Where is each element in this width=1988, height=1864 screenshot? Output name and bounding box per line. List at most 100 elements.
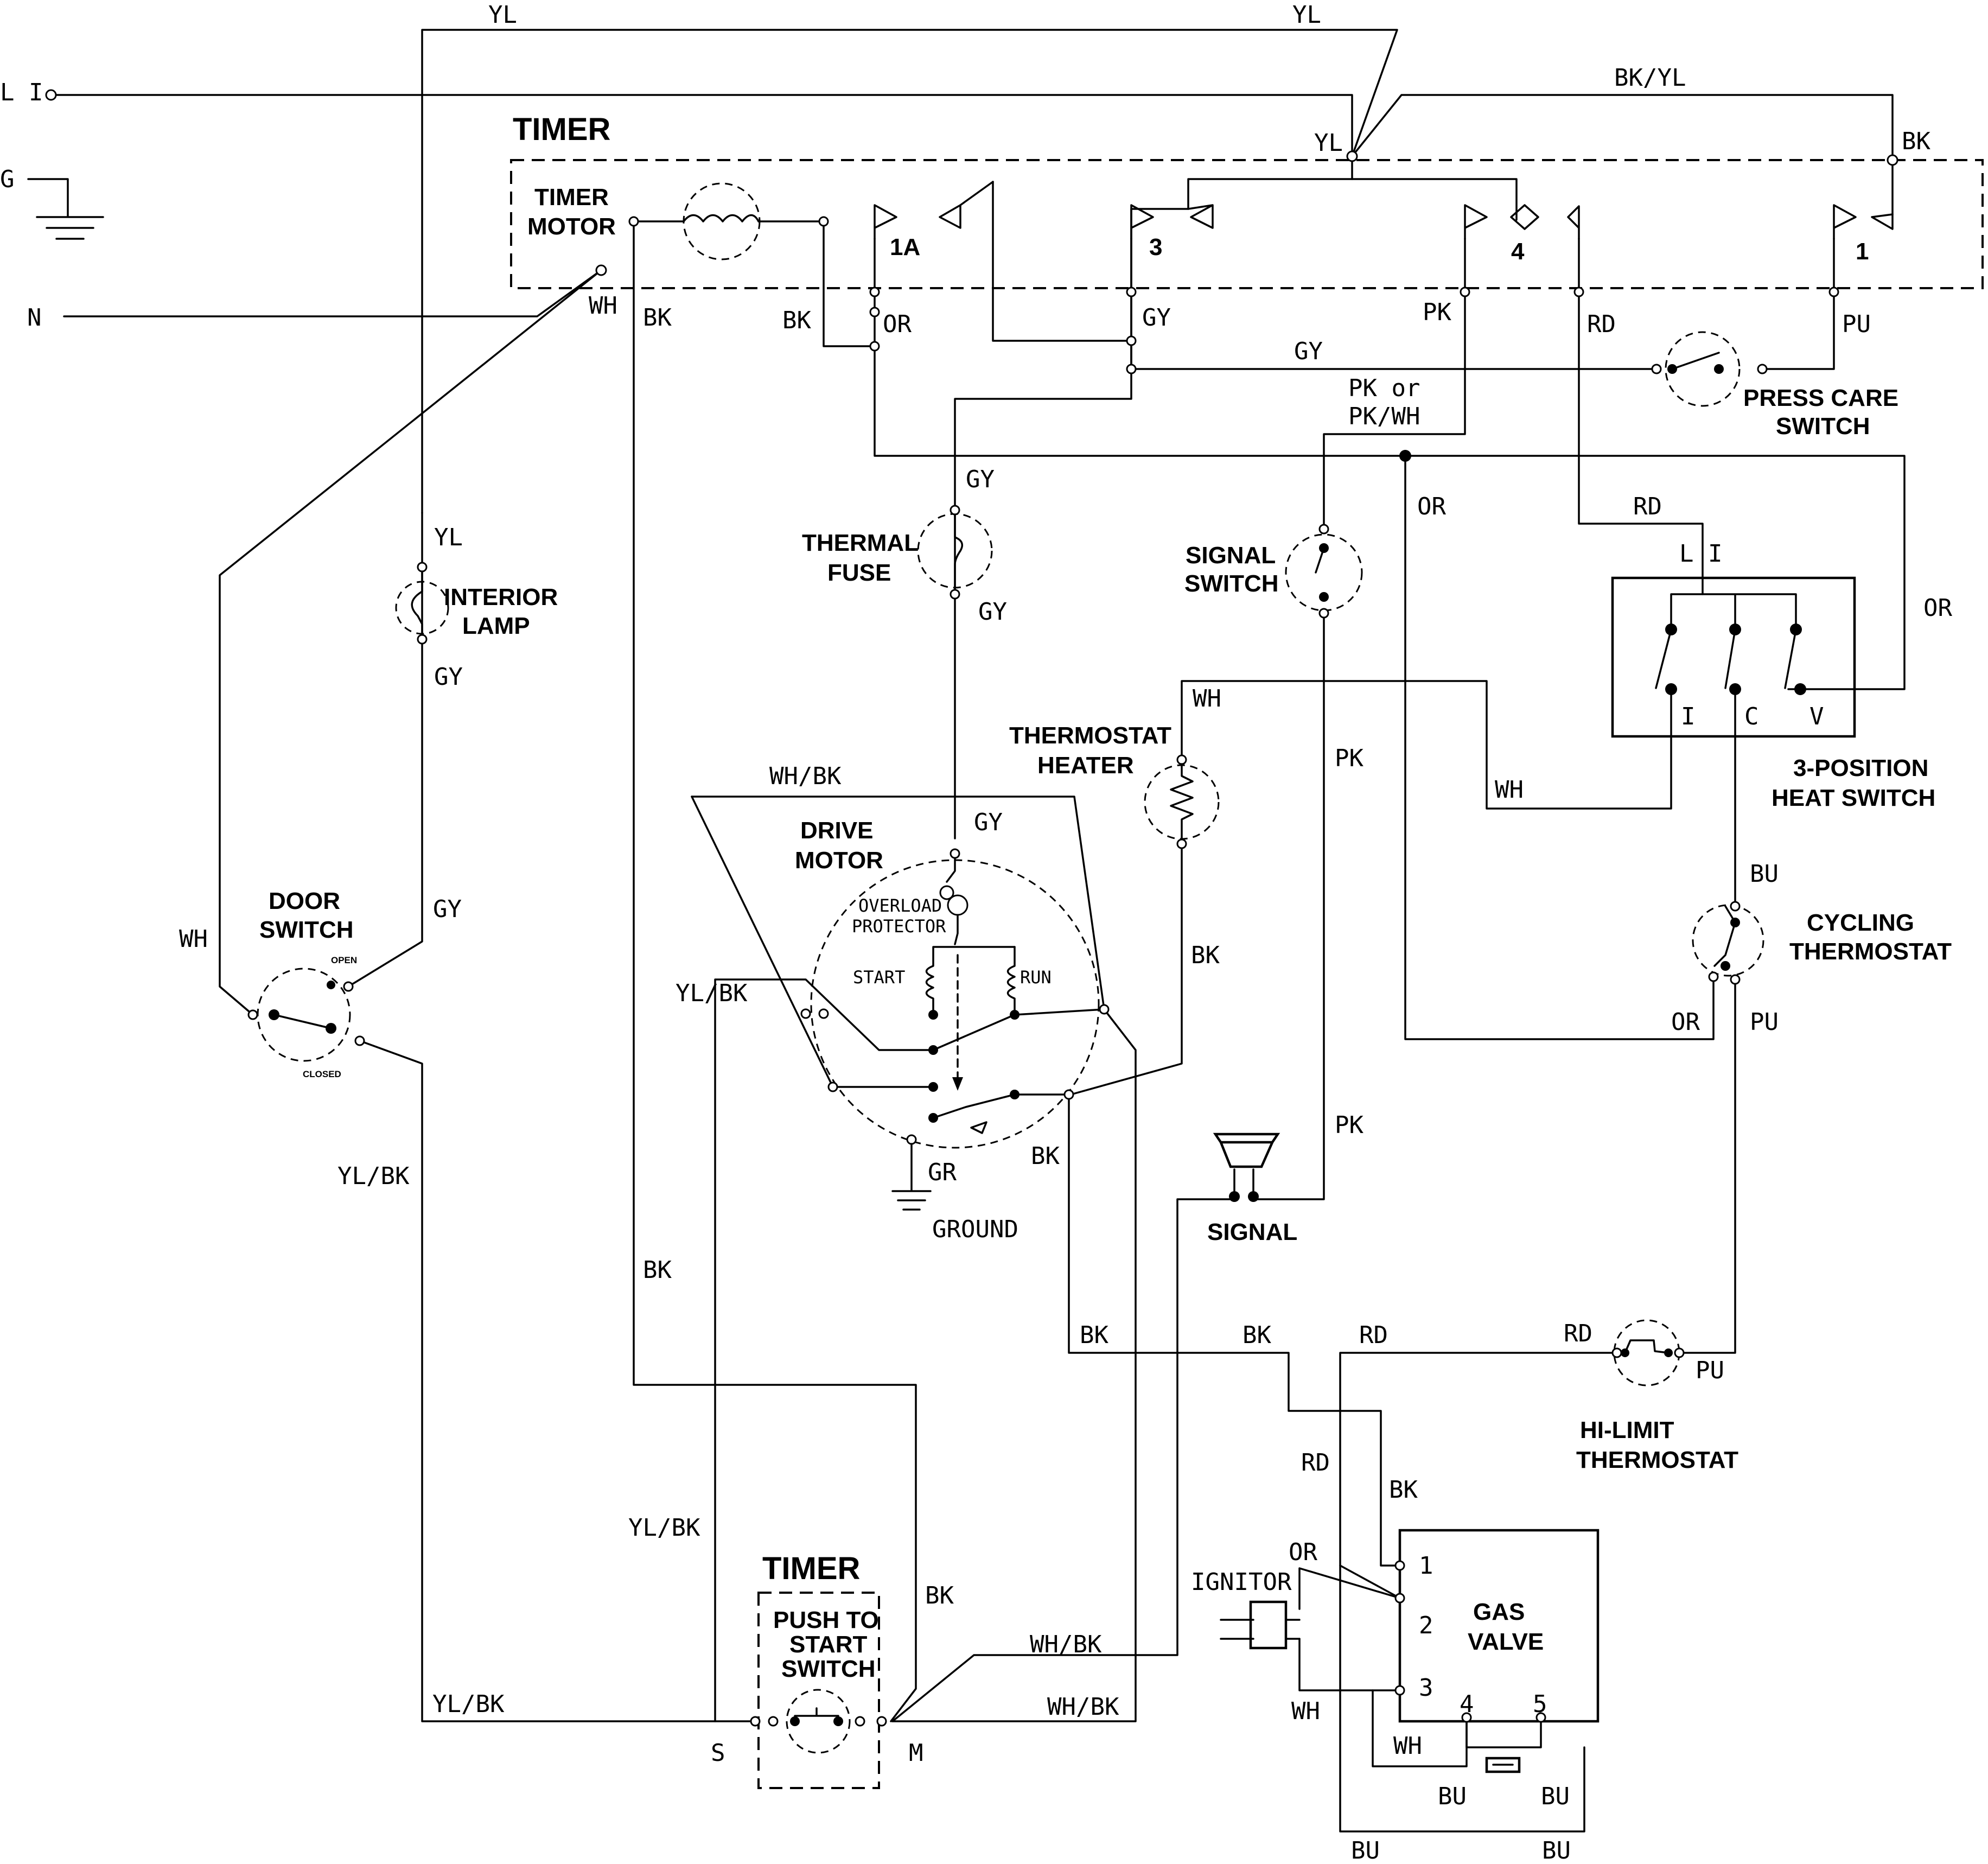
pk-wire xyxy=(1323,238,1466,530)
wire-label: OR xyxy=(1417,493,1446,520)
ignitor-label: IGNITOR xyxy=(1191,1568,1292,1596)
wh-bk-frame xyxy=(691,796,1137,1722)
wire-yl-top xyxy=(421,29,1398,514)
wire-label: BK xyxy=(1902,128,1930,155)
supply: L I G N xyxy=(0,79,104,332)
wire-label: OR xyxy=(1671,1008,1700,1036)
contact-1-label: 1 xyxy=(1856,238,1869,265)
neutral-label: N xyxy=(27,304,42,332)
motor-gy-in xyxy=(946,856,956,883)
drive-motor: DRIVE MOTOR OVERLOAD PROTECTOR START RUN… xyxy=(795,817,1110,1243)
contact-3-icon xyxy=(1130,204,1214,240)
signal-label: SIGNAL xyxy=(1207,1219,1297,1245)
wire-label: WH/BK xyxy=(769,762,842,790)
wire-label: WH xyxy=(179,925,208,953)
overload-label-2: PROTECTOR xyxy=(852,916,946,937)
press-care-label-1: PRESS CARE xyxy=(1743,385,1898,411)
wire-label: YL xyxy=(488,1,517,29)
wire-label: BK xyxy=(1242,1321,1271,1349)
wire-label: WH xyxy=(1291,1697,1320,1725)
wire-label: BU xyxy=(1541,1783,1570,1810)
cycling-thermostat: CYCLING THERMOSTAT xyxy=(1692,901,1952,985)
door-closed-label: CLOSED xyxy=(303,1069,341,1079)
push-label-1: PUSH TO xyxy=(773,1607,879,1633)
wire-wh-door xyxy=(219,269,602,1016)
ignitor-leads xyxy=(1220,1619,1254,1640)
thermal-fuse-label-2: FUSE xyxy=(827,559,891,586)
push-label-3: SWITCH xyxy=(781,1656,876,1682)
wire-label: BK xyxy=(1031,1142,1060,1170)
press-care-switch: PRESS CARE SWITCH xyxy=(1651,331,1898,440)
wire-label: PK xyxy=(1423,298,1451,326)
door-switch: OPEN CLOSED DOOR SWITCH xyxy=(247,888,365,1079)
wire-label: WH xyxy=(1393,1732,1422,1760)
wire-label: BK xyxy=(643,304,672,332)
hi-limit-label-1: HI-LIMIT xyxy=(1580,1417,1674,1443)
gas-term-3: 3 xyxy=(1419,1674,1433,1702)
rd-heat-wire xyxy=(1578,238,1704,595)
drive-motor-circle xyxy=(810,859,1100,1149)
wire-label: WH/BK xyxy=(1047,1693,1119,1721)
signal-switch: SIGNAL SWITCH xyxy=(1184,524,1363,619)
wire-bk-yl xyxy=(1351,94,1894,161)
rd-valve-wire xyxy=(1339,1564,1401,1599)
gas-valve: GAS VALVE 1 2 3 4 5 xyxy=(1394,1529,1600,1773)
contact-3-wire xyxy=(1130,238,1658,370)
signal-buzzer: SIGNAL xyxy=(1207,1133,1297,1245)
door-switch-label-1: DOOR xyxy=(269,888,340,914)
ignitor: IGNITOR xyxy=(1191,1568,1301,1650)
timer-title: TIMER xyxy=(513,112,610,147)
drive-motor-label-1: DRIVE xyxy=(800,817,873,844)
pu-press-wire xyxy=(1761,238,1835,370)
wire-label: GY xyxy=(433,895,462,923)
push-timer-label: TIMER xyxy=(762,1551,860,1586)
contact-1a-label: 1A xyxy=(890,234,920,260)
cycling-label-1: CYCLING xyxy=(1807,909,1914,936)
wire-label: YL/BK xyxy=(337,1162,410,1190)
wire-label: BU xyxy=(1542,1837,1571,1864)
wire-label: GY xyxy=(1142,304,1171,332)
push-m-label: M xyxy=(909,1739,923,1767)
wire-label: RD xyxy=(1359,1321,1388,1349)
wire-label: BK xyxy=(1389,1476,1418,1504)
wire-label: BU xyxy=(1750,860,1779,888)
wh-heat-wire xyxy=(1181,680,1672,810)
ground-label: G xyxy=(0,166,15,193)
wire-labels: YL YL BK/YL YL BK WH BK BK OR GY PK RD P… xyxy=(179,1,1952,1864)
heat-switch-label-1: 3-POSITION xyxy=(1793,755,1928,781)
push-s-label: S xyxy=(711,1739,725,1767)
wire-label: PK/WH xyxy=(1348,403,1420,430)
signal-switch-label-2: SWITCH xyxy=(1184,570,1279,597)
motor-wh-bk-down xyxy=(891,1198,1235,1722)
wire-label: WH/BK xyxy=(1030,1631,1102,1658)
timer-outline xyxy=(510,159,1984,289)
wire-label: BU xyxy=(1351,1837,1380,1864)
wire-label: GY xyxy=(434,663,463,691)
hi-limit-label-2: THERMOSTAT xyxy=(1576,1447,1738,1473)
wire-label: WH xyxy=(1193,685,1221,712)
gas-term-1: 1 xyxy=(1419,1552,1433,1580)
rd-hl-wire xyxy=(1339,1352,1618,1833)
wire-label: GY xyxy=(966,466,995,493)
wire-label: RD xyxy=(1633,493,1662,520)
thermal-fuse-label-1: THERMAL xyxy=(802,530,919,556)
contact-1a-top xyxy=(992,181,1132,342)
door-switch-label-2: SWITCH xyxy=(259,917,354,943)
wire-label: PK or xyxy=(1348,374,1420,402)
wire-label: RD xyxy=(1301,1449,1330,1477)
timer-bus-4 xyxy=(1351,178,1518,221)
wire-label: BU xyxy=(1438,1783,1467,1810)
heat-switch: L I I C V 3-POSITION HEAT SWITCH xyxy=(1611,540,1935,811)
wire-label: YL xyxy=(434,524,463,551)
timer-box: TIMER TIMER MOTOR 1A 3 4 1 xyxy=(510,112,1984,289)
wire-label: BK xyxy=(1080,1321,1108,1349)
wire-label: GY xyxy=(974,809,1003,836)
wire-label: YL/BK xyxy=(628,1514,700,1542)
heat-switch-l1: L I xyxy=(1679,540,1722,568)
gy-fuse-wire xyxy=(954,368,1132,839)
wire-label: BK xyxy=(643,1256,672,1284)
or-ign-wire xyxy=(1298,1567,1401,1610)
wire-label: YL/BK xyxy=(432,1690,505,1718)
gas-term-2: 2 xyxy=(1419,1612,1433,1639)
